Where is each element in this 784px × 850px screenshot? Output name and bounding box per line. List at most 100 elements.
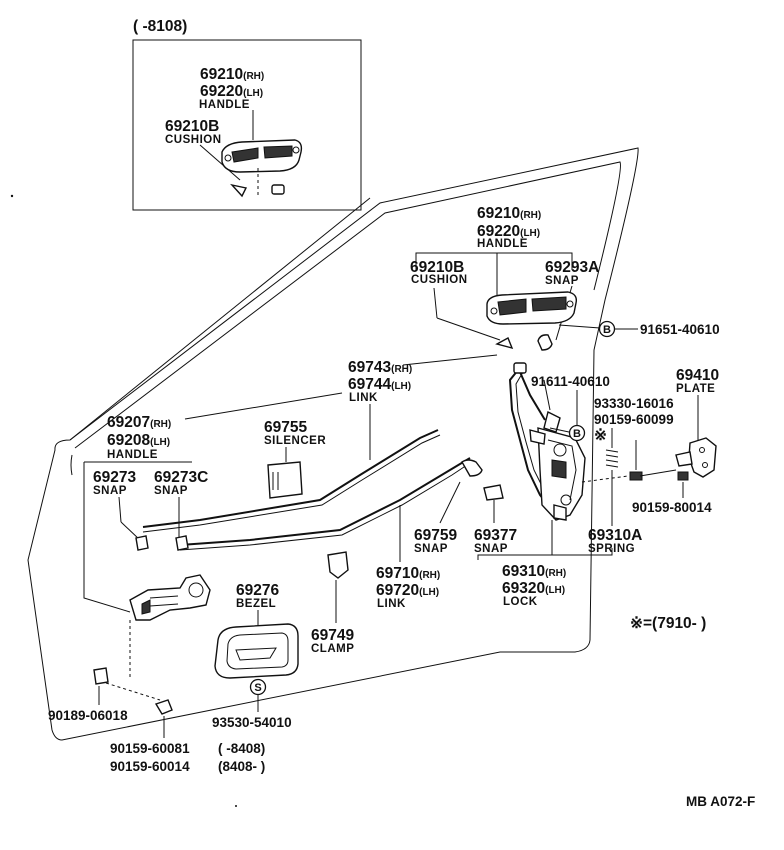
- clamp-group: 69749 CLAMP: [311, 551, 354, 655]
- svg-text:69743(RH): 69743(RH): [348, 359, 412, 376]
- nut-drawing: [93, 667, 109, 685]
- snap-69759-label: SNAP: [414, 543, 448, 555]
- screw-90159-60099-part: 90159-60099: [594, 412, 674, 427]
- upper-cushion-label: CUSHION: [411, 274, 468, 286]
- lower-link-group: 69710(RH) 69720(LH) LINK: [376, 505, 440, 610]
- link-upper-rh: (RH): [391, 364, 412, 375]
- inset-handle-part-lh: 69220: [200, 83, 243, 100]
- lock-rh: (RH): [545, 568, 566, 579]
- link-upper-label: LINK: [349, 392, 378, 404]
- upper-handle-rh: (RH): [520, 210, 541, 221]
- bezel-group: 69276 BEZEL S 93530-54010: [212, 582, 299, 730]
- silencer-label: SILENCER: [264, 435, 326, 447]
- upper-handle-drawing: [486, 291, 578, 325]
- bezel-label: BEZEL: [236, 598, 276, 610]
- inside-handle-label: HANDLE: [107, 449, 158, 461]
- link-lower-part-rh: 69710: [376, 565, 419, 582]
- bezel-part: 69276: [236, 582, 279, 599]
- inside-handle-rh: (RH): [150, 419, 171, 430]
- plate-screw-part: 90159-80014: [632, 500, 712, 515]
- inset-panel: ( -8108) 69210(RH) 69220(LH) HANDLE 6921…: [132, 18, 362, 211]
- s-symbol-text: S: [254, 682, 261, 694]
- asterisk-note: ※=(7910- ): [630, 615, 706, 632]
- upper-link-group: 69743(RH) 69744(LH) LINK: [184, 354, 498, 460]
- lock-lh: (LH): [545, 585, 565, 596]
- screw-93330-part: 93330-16016: [594, 396, 674, 411]
- link-upper-lh: (LH): [391, 381, 411, 392]
- silencer-group: 69755 SILENCER: [264, 419, 326, 499]
- inside-handle-part-rh: 69207: [107, 414, 150, 431]
- link-rods-drawing: [142, 429, 483, 551]
- spring-part: 69310A: [588, 527, 642, 544]
- spring-coil-drawing: [605, 449, 619, 468]
- svg-text:69220(LH): 69220(LH): [200, 83, 263, 100]
- svg-text:69207(RH): 69207(RH): [107, 414, 171, 431]
- svg-text:69210(RH): 69210(RH): [200, 66, 264, 83]
- inset-handle-lh: (LH): [243, 88, 263, 99]
- svg-text:69320(LH): 69320(LH): [502, 580, 565, 597]
- snap-group-center: 69759 SNAP 69377 SNAP: [414, 481, 517, 555]
- snap-group-left: 69273 SNAP 69273C SNAP: [93, 469, 208, 551]
- screw-head-right: [629, 471, 643, 481]
- clamp-part: 69749: [311, 627, 354, 644]
- spring-label: SPRING: [588, 543, 635, 555]
- inset-cushion-pin: [230, 183, 248, 198]
- upper-cushion-part: 69210B: [410, 259, 464, 276]
- snap-69377-drawing: [483, 484, 504, 501]
- screw-60014-range: (8408- ): [218, 759, 265, 774]
- link-upper-part-lh: 69744: [348, 376, 391, 393]
- upper-handle-part-rh: 69210: [477, 205, 520, 222]
- inside-handle-lh: (LH): [150, 437, 170, 448]
- upper-snap-part: 69293A: [545, 259, 599, 276]
- inside-handle-group: 69207(RH) 69208(LH) HANDLE: [83, 414, 211, 621]
- inset-handle-label: HANDLE: [199, 99, 250, 111]
- inside-handle-drawing: [129, 574, 211, 621]
- silencer-drawing: [267, 461, 303, 499]
- inset-handle-part-rh: 69210: [200, 66, 243, 83]
- screw-60081-part: 90159-60081: [110, 741, 190, 756]
- snap-69377-part: 69377: [474, 527, 517, 544]
- s-symbol: [249, 678, 267, 696]
- lock-part-rh: 69310: [502, 563, 545, 580]
- b-symbol-top: [598, 320, 616, 338]
- screw-60014-part: 90159-60014: [110, 759, 190, 774]
- clip-b-lock-part: 91611-40610: [531, 374, 610, 389]
- link-lower-part-lh: 69720: [376, 582, 419, 599]
- plate-group: 69410 PLATE: [675, 367, 719, 478]
- plate-screw-head: [677, 471, 689, 481]
- svg-text:69310(RH): 69310(RH): [502, 563, 566, 580]
- upper-snap-label: SNAP: [545, 275, 579, 287]
- upper-outside-handle-group: 69210(RH) 69220(LH) HANDLE 69210B CUSHIO…: [410, 205, 599, 351]
- snap-69273c-part: 69273C: [154, 469, 208, 486]
- clip-b-top-part: 91651-40610: [640, 322, 720, 337]
- speck-1: [10, 194, 14, 198]
- clamp-drawing: [327, 551, 349, 579]
- screw-60081-range: ( -8408): [218, 741, 265, 756]
- inset-date-range: ( -8108): [133, 18, 187, 35]
- snap-69273c-drawing: [175, 535, 189, 551]
- right-screws-group: 93330-16016 90159-60099 ※: [581, 396, 677, 483]
- diagram-code: MB A072-F: [686, 794, 755, 809]
- plate-part: 69410: [676, 367, 719, 384]
- b-symbol-lock: [568, 424, 586, 442]
- snap-69273-label: SNAP: [93, 485, 127, 497]
- upper-handle-part-lh: 69220: [477, 223, 520, 240]
- svg-text:69220(LH): 69220(LH): [477, 223, 540, 240]
- lock-part-lh: 69320: [502, 580, 545, 597]
- svg-text:69210(RH): 69210(RH): [477, 205, 541, 222]
- inset-clip: [271, 184, 285, 195]
- silencer-part: 69755: [264, 419, 307, 436]
- snap-69273-part: 69273: [93, 469, 136, 486]
- link-lower-rh: (RH): [419, 570, 440, 581]
- clip-b-top-group: B 91651-40610: [558, 320, 720, 338]
- svg-text:69720(LH): 69720(LH): [376, 582, 439, 599]
- inset-cushion-part: 69210B: [165, 118, 219, 135]
- clip-b-lock-group: 91611-40610 B: [531, 374, 610, 442]
- clamp-label: CLAMP: [311, 643, 354, 655]
- inside-handle-part-lh: 69208: [107, 432, 150, 449]
- asterisk-mark: ※: [594, 427, 607, 444]
- upper-snap-clip: [537, 334, 553, 351]
- speck-2: [235, 805, 237, 807]
- upper-handle-label: HANDLE: [477, 238, 528, 250]
